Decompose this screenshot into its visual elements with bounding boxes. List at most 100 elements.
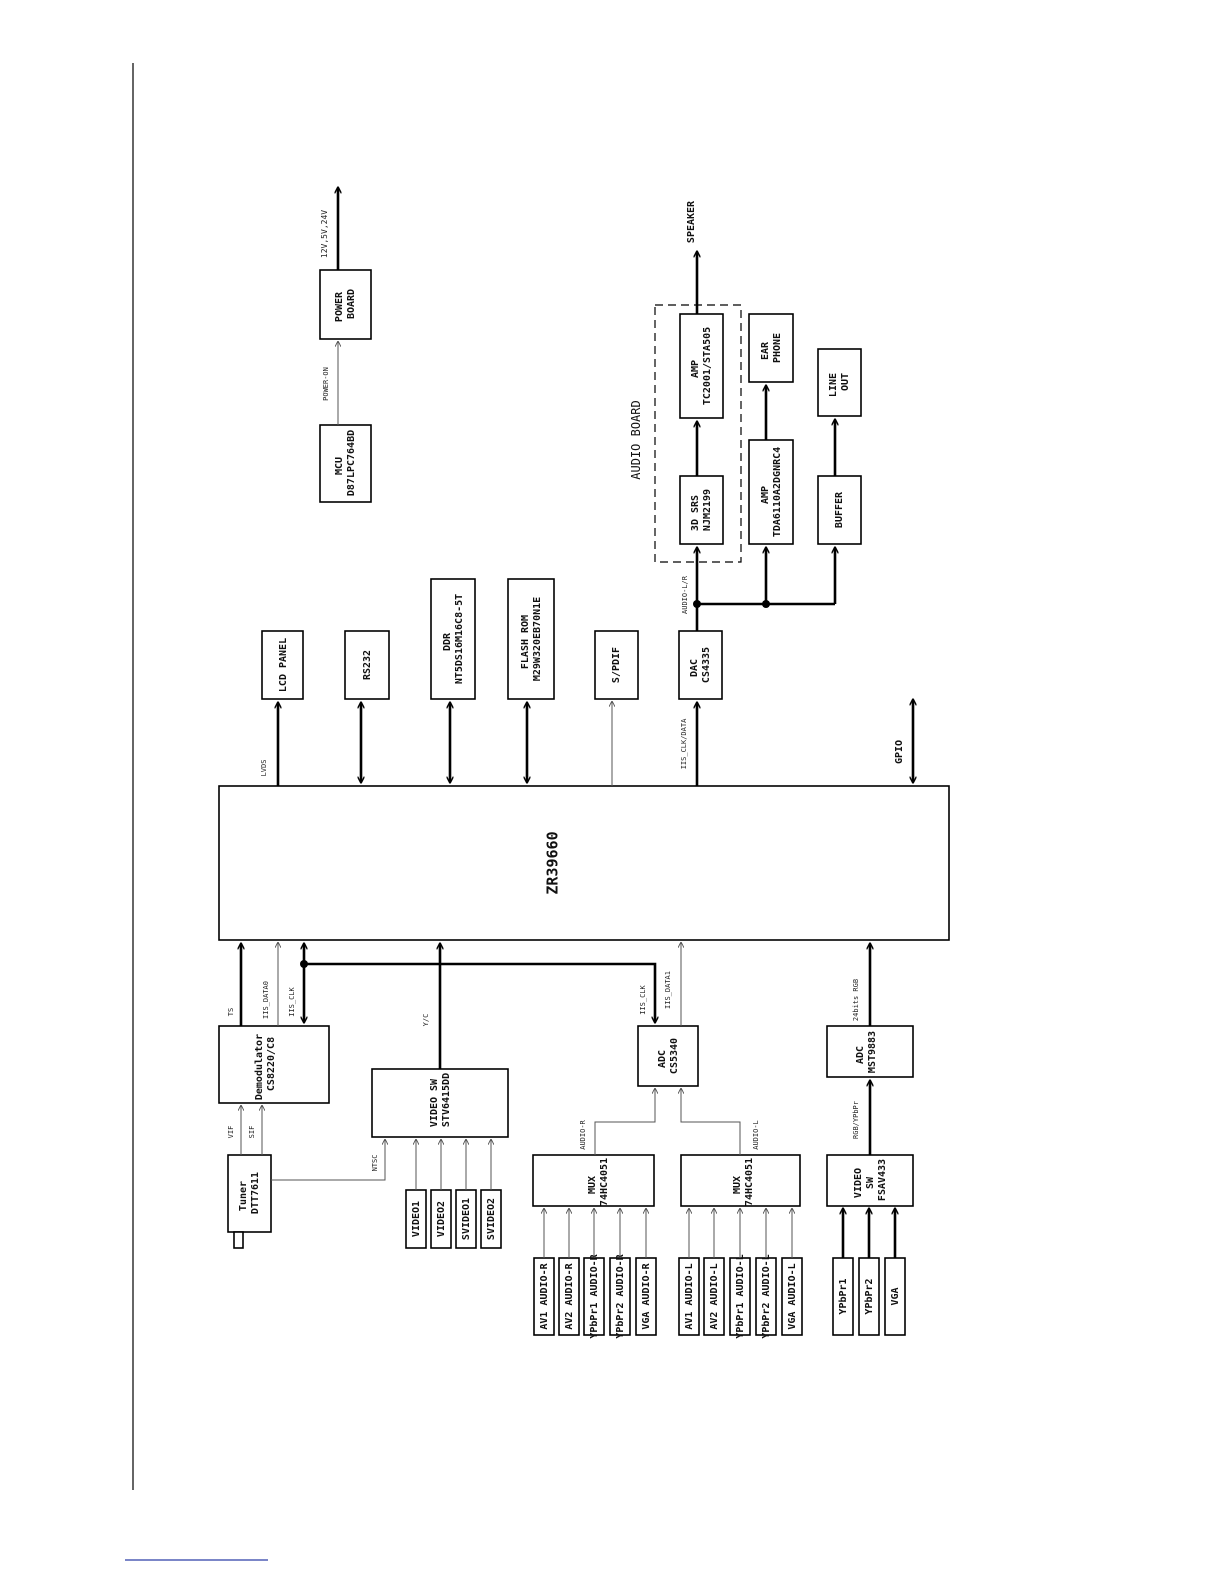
ddr-block: DDR NT5DS16M16C8-5T bbox=[430, 578, 476, 700]
mux-r-line-1: MUX bbox=[587, 1176, 598, 1194]
component-inputs-group: YPbPr1 YPbPr2 VGA bbox=[832, 1209, 906, 1336]
adc-rgb-line-1: ADC bbox=[855, 1046, 866, 1064]
svg-text:MCU D87LPC764BD: MCU D87LPC764BD bbox=[334, 430, 357, 496]
mux-r-line-2: 74HC4051 bbox=[599, 1158, 610, 1206]
dac-line-1: DAC bbox=[689, 659, 700, 677]
mcu-line-1: MCU bbox=[334, 457, 345, 475]
mux-l-line-2: 74HC4051 bbox=[744, 1158, 755, 1206]
ntsc-label: NTSC bbox=[371, 1155, 379, 1172]
svg-text:RS232: RS232 bbox=[362, 650, 373, 680]
videosw-line-1: VIDEO SW bbox=[429, 1078, 440, 1127]
mux-l-line-1: MUX bbox=[732, 1176, 743, 1194]
buffer-line-1: BUFFER bbox=[834, 491, 845, 528]
component-input-label: YPbPr1 bbox=[838, 1278, 849, 1314]
audio-l-input-label: VGA AUDIO-L bbox=[787, 1263, 798, 1329]
svg-text:ADC MST9883: ADC MST9883 bbox=[855, 1031, 878, 1073]
audio-l-input-label: AV2 AUDIO-L bbox=[709, 1263, 720, 1329]
svg-text:EAR PHONE: EAR PHONE bbox=[760, 333, 783, 363]
video-input-label: VIDEO2 bbox=[436, 1201, 447, 1237]
rgb24-label: 24bits RGB bbox=[852, 979, 860, 1021]
audio-l-wire bbox=[681, 1089, 741, 1155]
mcu-line-2: D87LPC764BD bbox=[346, 430, 357, 496]
tuner-line-2: DTT7611 bbox=[250, 1172, 261, 1214]
spdif-block: S/PDIF bbox=[594, 630, 639, 700]
ntsc-wire bbox=[271, 1140, 385, 1181]
audio-r-input-label: YPbPr2 AUDIO-R bbox=[615, 1253, 626, 1338]
amp2-line-2: TDA6110A2DGNRC4 bbox=[772, 447, 783, 537]
demodulator-block: Demodulator CS8220/C8 bbox=[218, 1025, 330, 1104]
videosw-line-2: STV6415DD bbox=[441, 1073, 452, 1127]
rs232-line-1: RS232 bbox=[362, 650, 373, 680]
ts-label: TS bbox=[227, 1008, 235, 1016]
ear-line-1: EAR bbox=[760, 341, 771, 360]
lineout-block: LINE OUT bbox=[817, 348, 862, 417]
svg-text:VIDEO SW STV6415DD: VIDEO SW STV6415DD bbox=[429, 1073, 452, 1127]
audio-board-label: AUDIO BOARD bbox=[629, 400, 643, 479]
svg-text:DAC CS4335: DAC CS4335 bbox=[689, 647, 712, 683]
mux-l-block: MUX 74HC4051 bbox=[680, 1154, 801, 1207]
svg-text:Tuner DTT7611: Tuner DTT7611 bbox=[238, 1172, 261, 1214]
mcu-block: MCU D87LPC764BD bbox=[319, 424, 372, 503]
audio-lr-label: AUDIO-L/R bbox=[681, 575, 689, 614]
amp1-block: AMP TC2001/STA505 bbox=[679, 313, 724, 419]
main-chip-block bbox=[218, 785, 950, 941]
svg-text:3D SRS NJM2199: 3D SRS NJM2199 bbox=[690, 489, 713, 531]
speaker-label: SPEAKER bbox=[686, 200, 697, 243]
audio-l-input-label: YPbPr1 AUDIO-L bbox=[735, 1254, 746, 1338]
iis-clk-label-a: IIS_CLK bbox=[288, 986, 296, 1016]
lineout-line-2: OUT bbox=[840, 373, 851, 391]
srs-line-2: NJM2199 bbox=[702, 489, 713, 531]
lineout-line-1: LINE bbox=[828, 373, 839, 397]
demod-line-1: Demodulator bbox=[254, 1034, 265, 1100]
svg-text:AMP TC2001/STA505: AMP TC2001/STA505 bbox=[690, 327, 713, 405]
svg-text:S/PDIF: S/PDIF bbox=[611, 647, 622, 683]
component-input-label: YPbPr2 bbox=[864, 1278, 875, 1314]
audio-r-input-label: VGA AUDIO-R bbox=[641, 1262, 652, 1329]
adc-audio-line-2: CS5340 bbox=[669, 1038, 680, 1074]
buffer-block: BUFFER bbox=[817, 475, 862, 545]
audio-l-label: AUDIO-L bbox=[752, 1120, 760, 1150]
tuner-line-1: Tuner bbox=[238, 1181, 249, 1211]
audio-r-input-label: YPbPr1 AUDIO-R bbox=[589, 1253, 600, 1338]
power-line-1: POWER bbox=[334, 291, 345, 322]
lvds-label: LVDS bbox=[260, 760, 268, 777]
flash-rom-block: FLASH ROM M29W320EB70N1E bbox=[507, 578, 555, 700]
videosw2-line-1: VIDEO bbox=[853, 1168, 864, 1198]
audio-l-input-label: YPbPr2 AUDIO-L bbox=[761, 1254, 772, 1338]
iis-clk-label-b: IIS_CLK bbox=[639, 984, 647, 1014]
svg-text:DDR NT5DS16M16C8-5T: DDR NT5DS16M16C8-5T bbox=[442, 594, 465, 684]
adc-rgb-line-2: MST9883 bbox=[867, 1031, 878, 1073]
lcd-panel-block: LCD PANEL bbox=[261, 630, 304, 700]
main-chip-label: ZR39660 bbox=[544, 831, 562, 894]
video-input-label: SVIDEO1 bbox=[461, 1198, 472, 1240]
ddr-line-2: NT5DS16M16C8-5T bbox=[454, 594, 465, 684]
svg-text:MUX 74HC4051: MUX 74HC4051 bbox=[732, 1158, 755, 1206]
video-switch2-block: VIDEO SW FSAV433 bbox=[826, 1154, 914, 1207]
video-inputs-group: VIDEO1 VIDEO2 SVIDEO1 SVIDEO2 bbox=[405, 1140, 502, 1249]
svg-text:ADC CS5340: ADC CS5340 bbox=[657, 1038, 680, 1074]
earphone-block: EAR PHONE bbox=[748, 313, 794, 383]
videosw2-line-2: SW bbox=[865, 1176, 876, 1189]
svg-text:LCD PANEL: LCD PANEL bbox=[278, 638, 289, 692]
srs-block: 3D SRS NJM2199 bbox=[679, 475, 724, 545]
video-input-label: VIDEO1 bbox=[411, 1201, 422, 1237]
spdif-line-1: S/PDIF bbox=[611, 647, 622, 683]
svg-text:Demodulator CS8220/C8: Demodulator CS8220/C8 bbox=[254, 1028, 277, 1100]
adc-audio-block: ADC CS5340 bbox=[637, 1025, 699, 1087]
amp1-line-1: AMP bbox=[690, 360, 701, 378]
junction-dot bbox=[300, 960, 308, 968]
video-switch-block: VIDEO SW STV6415DD bbox=[371, 1068, 509, 1138]
video-input-label: SVIDEO2 bbox=[486, 1198, 497, 1240]
svg-text:MUX 74HC4051: MUX 74HC4051 bbox=[587, 1158, 610, 1206]
power-on-label: POWER-ON bbox=[322, 367, 330, 401]
ear-line-2: PHONE bbox=[772, 333, 783, 363]
demod-line-2: CS8220/C8 bbox=[266, 1037, 277, 1091]
sif-label: SIF bbox=[248, 1126, 256, 1139]
component-input-label: VGA bbox=[890, 1287, 901, 1305]
srs-line-1: 3D SRS bbox=[690, 495, 701, 531]
amp2-line-1: AMP bbox=[760, 486, 771, 504]
rs232-block: RS232 bbox=[344, 630, 390, 700]
iis-clk-bus-wire bbox=[304, 962, 655, 1022]
svg-text:VIDEO SW FSAV433: VIDEO SW FSAV433 bbox=[853, 1159, 888, 1201]
